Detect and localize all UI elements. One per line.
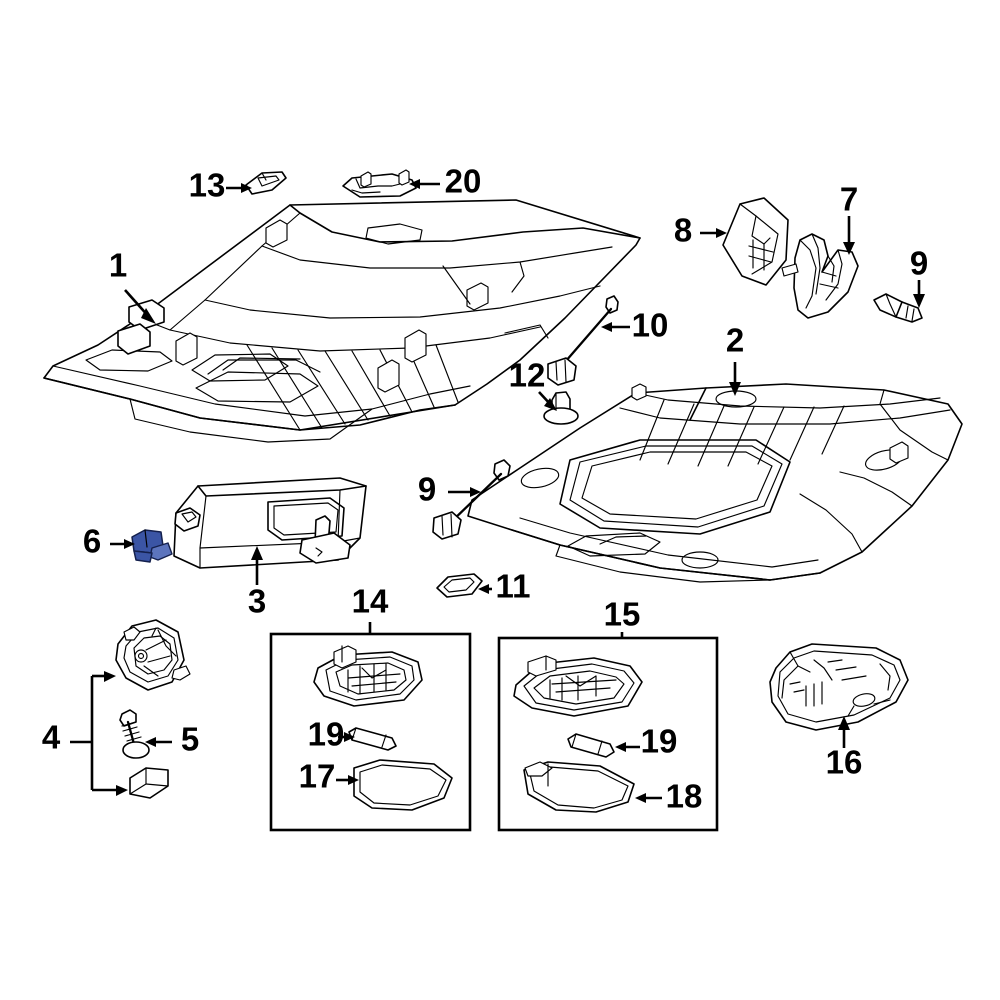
- part-4-assist-handle: [70, 619, 191, 799]
- callout-number-8: 8: [674, 212, 692, 249]
- callout-number-18: 18: [666, 778, 703, 815]
- part-front-headliner: [43, 199, 641, 443]
- part-12-push-pin: [538, 391, 579, 425]
- part-8-hook-bracket: [700, 197, 789, 286]
- callout-number-11: 11: [496, 568, 531, 605]
- callout-number-15: 15: [604, 596, 641, 633]
- callout-number-19: 19: [308, 716, 345, 753]
- callout-numbers: 1 2 3 4 5 6 7 8 9 9 10 11 12 13 14 15 16…: [42, 163, 928, 815]
- callout-number-7: 7: [840, 181, 858, 218]
- callout-number-13: 13: [189, 167, 226, 204]
- callout-number-20: 20: [445, 163, 482, 200]
- callout-number-3: 3: [248, 583, 266, 620]
- part-5-handle-screw: [119, 709, 172, 759]
- part-10-antenna-rod: [547, 295, 630, 386]
- callout-number-5: 5: [181, 721, 199, 758]
- part-6-visor-support-bracket: [110, 529, 173, 563]
- callout-number-14: 14: [352, 583, 389, 620]
- part-2-rear-headliner: [467, 362, 963, 583]
- callout-number-16: 16: [826, 744, 863, 781]
- group-box-14: [269, 622, 472, 832]
- inner-callout-leaders: [336, 732, 662, 803]
- callout-number-1: 1: [109, 247, 127, 284]
- part-20-headliner-bracket: [342, 169, 440, 198]
- callout-number-9: 9: [910, 245, 928, 282]
- callout-number-12: 12: [509, 357, 546, 394]
- part-7-coat-hook: [781, 216, 859, 319]
- callout-number-10: 10: [632, 307, 669, 344]
- callout-number-17: 17: [299, 758, 336, 795]
- group-box-15: [497, 632, 719, 832]
- callout-number-4: 4: [42, 719, 61, 756]
- part-16-overhead-console: [769, 643, 909, 748]
- part-3-sun-visor: [173, 477, 367, 585]
- part-9b-screw-lower: [432, 459, 511, 540]
- callout-number-9b: 9: [418, 471, 436, 508]
- callout-number-2: 2: [726, 322, 744, 359]
- part-11-trim-cover-cap: [436, 573, 492, 598]
- part-13-headliner-clip: [226, 171, 287, 195]
- part-9-screw-right: [873, 280, 925, 323]
- callout-number-19b: 19: [641, 723, 678, 760]
- callout-number-6: 6: [83, 523, 101, 560]
